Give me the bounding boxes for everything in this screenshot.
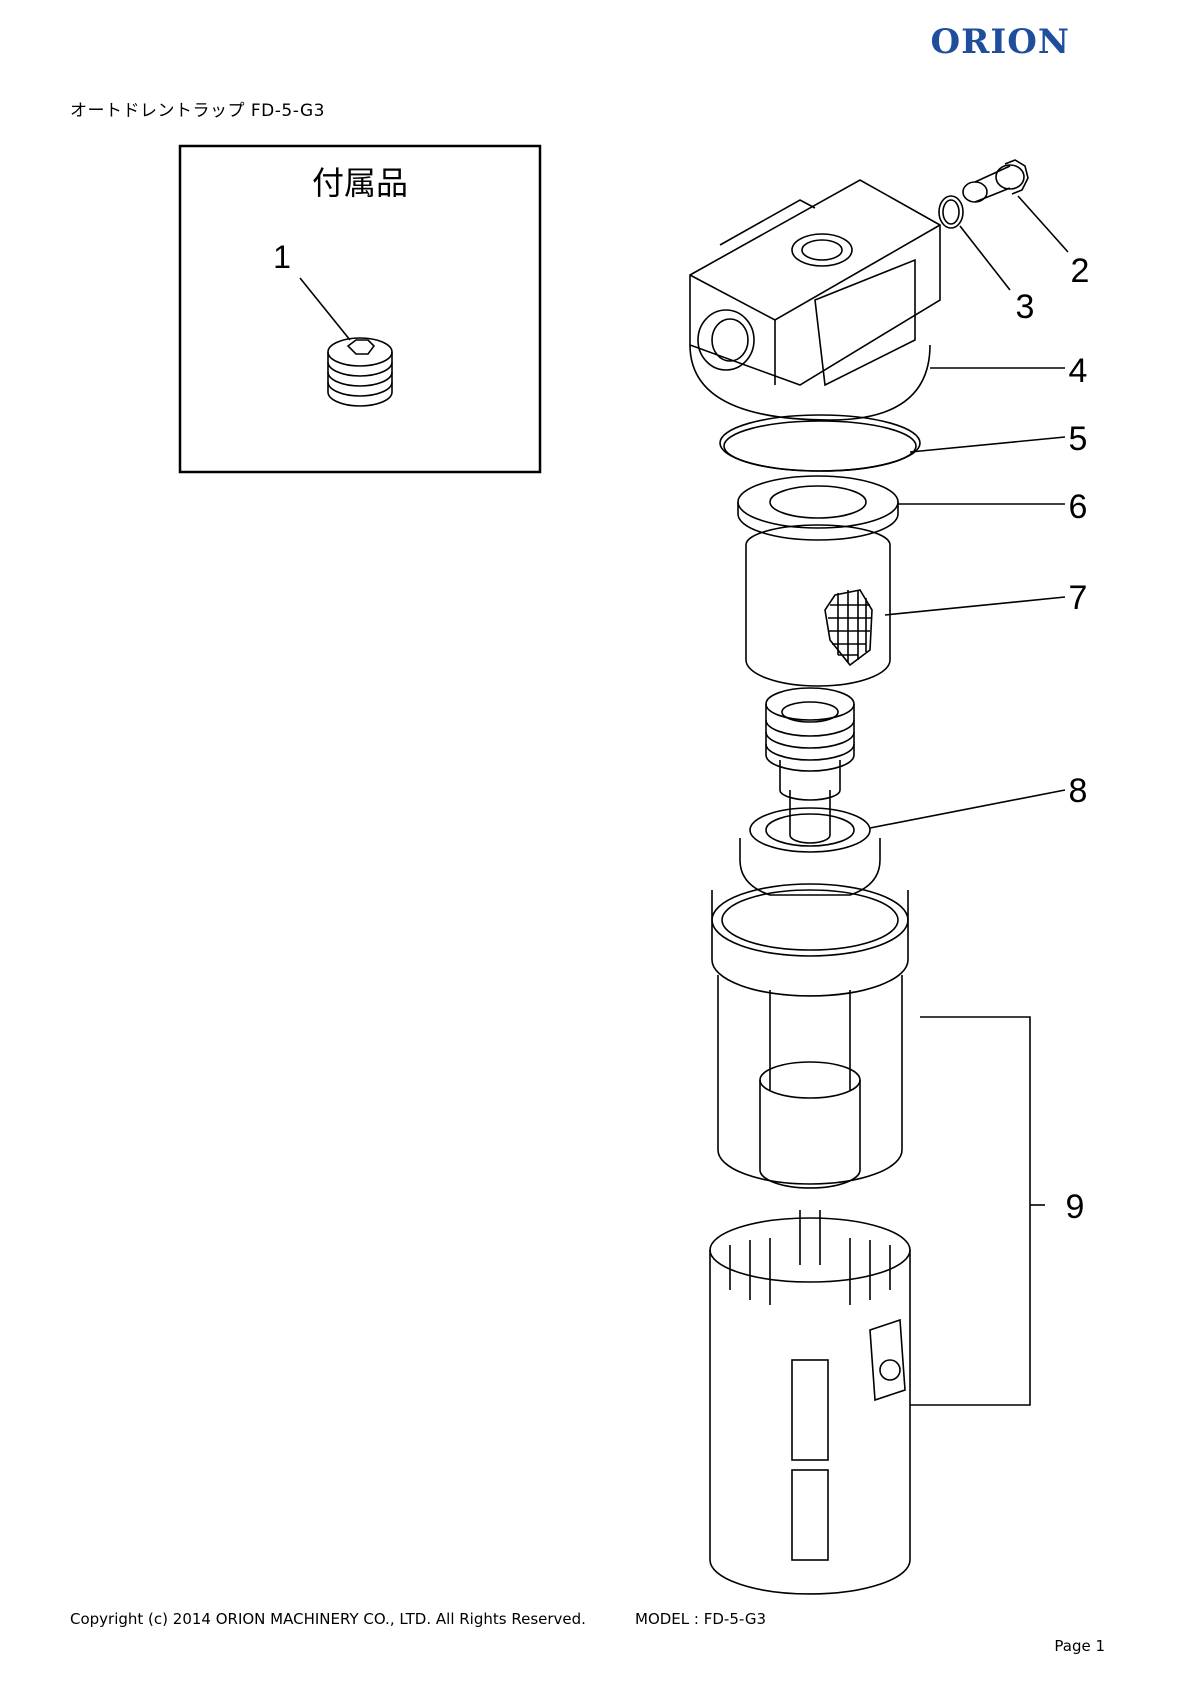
copyright-text: Copyright (c) 2014 ORION MACHINERY CO., … — [70, 1610, 586, 1628]
part-number-6: 6 — [1069, 488, 1088, 526]
part-8-valve — [739, 687, 1066, 896]
accessory-box: 付属品 1 — [178, 144, 542, 474]
part-number-1: 1 — [273, 239, 291, 275]
part-7-filter — [745, 524, 1066, 687]
part-6-gasket — [737, 475, 1065, 541]
document-title: オートドレントラップ FD-5-G3 — [70, 101, 325, 121]
part-2-plug — [962, 159, 1069, 253]
model-text: MODEL : FD-5-G3 — [635, 1610, 766, 1628]
part-number-2: 2 — [1071, 252, 1090, 290]
part-9-bowl — [709, 883, 1045, 1595]
part-number-8: 8 — [1069, 772, 1088, 810]
part-number-3: 3 — [1016, 288, 1035, 326]
plug-part-1 — [327, 337, 393, 407]
part-4-head — [689, 179, 1065, 421]
accessory-heading: 付属品 — [312, 165, 408, 201]
part-number-5: 5 — [1069, 420, 1088, 458]
orion-logo: ORION — [930, 22, 1070, 62]
part-number-4: 4 — [1069, 352, 1088, 390]
part-number-7: 7 — [1069, 579, 1088, 617]
part-5-oring — [719, 414, 1066, 472]
part-3-oring — [938, 195, 1011, 291]
page-number: Page 1 — [1054, 1637, 1105, 1655]
part-number-9: 9 — [1066, 1188, 1085, 1226]
